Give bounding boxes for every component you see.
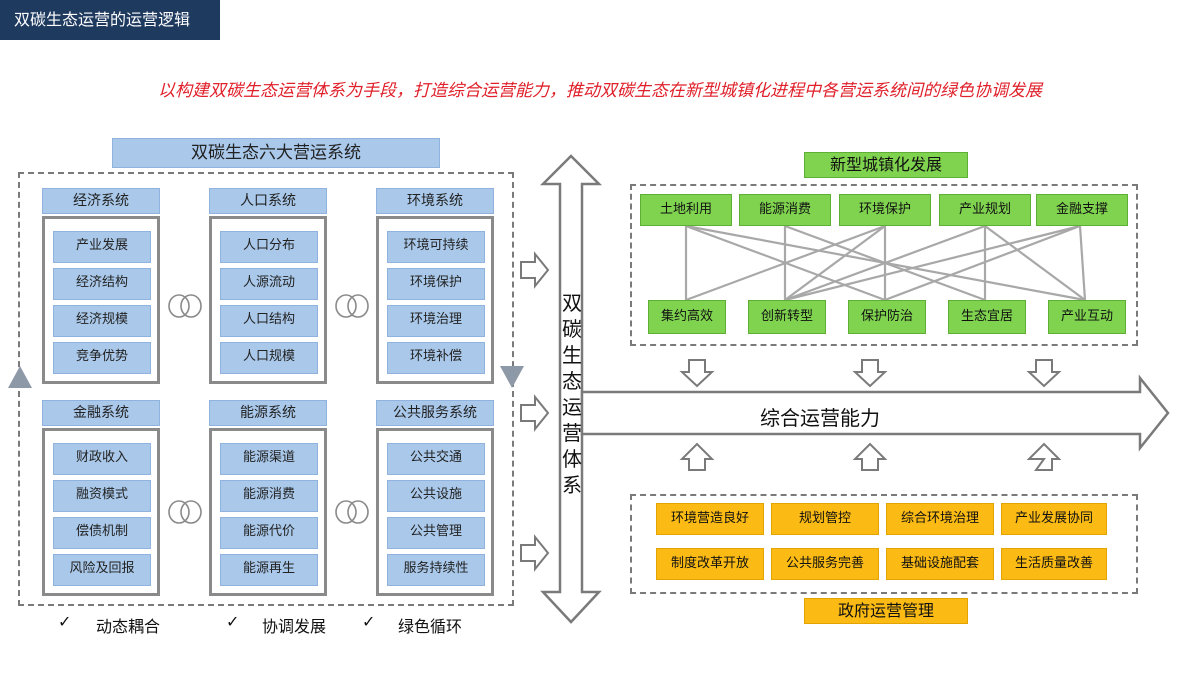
coupling-ring-icon [168, 294, 190, 318]
vertical-system-label: 双碳生态运营体系 [558, 290, 586, 498]
right-arrow-icon [520, 251, 550, 289]
list-item: 偿债机制 [53, 517, 151, 549]
up-arrow-icon [679, 442, 715, 471]
list-item: 财政收入 [53, 443, 151, 475]
gov-item: 综合环境治理 [886, 503, 994, 535]
up-arrow-icon [852, 442, 888, 471]
vertical-char: 运 [562, 395, 582, 419]
urban-bottom-item: 生态宜居 [948, 300, 1026, 334]
list-item: 环境补偿 [387, 342, 485, 374]
six-systems-header: 双碳生态六大营运系统 [112, 138, 440, 168]
gov-item: 生活质量改善 [1001, 548, 1107, 580]
down-triangle-icon [500, 366, 524, 388]
list-item: 人口分布 [220, 231, 318, 263]
six-systems-frame [18, 172, 514, 606]
footer-label-green-cycle: 绿色循环 [398, 617, 463, 636]
list-item: 人口规模 [220, 342, 318, 374]
list-item: 能源再生 [220, 554, 318, 586]
list-item: 能源消费 [220, 480, 318, 512]
list-item: 公共交通 [387, 443, 485, 475]
urban-top-item: 能源消费 [739, 194, 831, 226]
footer-label-coordination: 协调发展 [262, 617, 327, 636]
down-arrow-icon [1026, 359, 1062, 388]
gov-item: 基础设施配套 [886, 548, 994, 580]
urban-bottom-item: 创新转型 [748, 300, 826, 334]
list-item: 经济规模 [53, 305, 151, 337]
urban-bottom-item: 保护防治 [848, 300, 926, 334]
urban-bottom-item: 集约高效 [648, 300, 726, 334]
system-finance-box: 财政收入 融资模式 偿债机制 风险及回报 [42, 428, 160, 596]
list-item: 公共设施 [387, 480, 485, 512]
up-arrow-icon [1026, 442, 1062, 471]
system-public-service-box: 公共交通 公共设施 公共管理 服务持续性 [376, 428, 494, 596]
urban-top-item: 产业规划 [939, 194, 1031, 226]
system-environment-box: 环境可持续 环境保护 环境治理 环境补偿 [376, 216, 494, 384]
list-item: 服务持续性 [387, 554, 485, 586]
check-icon: ✓ [226, 612, 240, 631]
system-public-service-header: 公共服务系统 [376, 400, 494, 426]
list-item: 融资模式 [53, 480, 151, 512]
list-item: 竞争优势 [53, 342, 151, 374]
system-population-box: 人口分布 人源流动 人口结构 人口规模 [209, 216, 327, 384]
list-item: 人源流动 [220, 268, 318, 300]
system-economy-box: 产业发展 经济结构 经济规模 竞争优势 [42, 216, 160, 384]
list-item: 产业发展 [53, 231, 151, 263]
vertical-char: 双 [562, 291, 582, 315]
government-frame [630, 494, 1138, 594]
list-item: 人口结构 [220, 305, 318, 337]
coupling-ring-icon [335, 500, 357, 524]
system-environment-header: 环境系统 [376, 188, 494, 214]
vertical-char: 体 [562, 447, 582, 471]
list-item: 环境治理 [387, 305, 485, 337]
vertical-double-arrow-icon [539, 154, 603, 624]
vertical-char: 生 [562, 343, 582, 367]
system-energy-box: 能源渠道 能源消费 能源代价 能源再生 [209, 428, 327, 596]
coupling-ring-icon [335, 294, 357, 318]
vertical-char: 系 [562, 473, 582, 497]
list-item: 公共管理 [387, 517, 485, 549]
page-title: 双碳生态运营的运营逻辑 [0, 0, 220, 40]
footer-label-coupling: 动态耦合 [96, 617, 161, 636]
gov-item: 制度改革开放 [656, 548, 764, 580]
system-finance-header: 金融系统 [42, 400, 160, 426]
list-item: 风险及回报 [53, 554, 151, 586]
gov-item: 规划管控 [771, 503, 879, 535]
up-triangle-icon [8, 366, 32, 388]
system-energy-header: 能源系统 [209, 400, 327, 426]
subtitle: 以构建双碳生态运营体系为手段，打造综合运营能力，推动双碳生态在新型城镇化进程中各… [158, 81, 1042, 101]
capability-label: 综合运营能力 [760, 406, 880, 430]
gov-item: 产业发展协同 [1001, 503, 1107, 535]
urbanization-header: 新型城镇化发展 [804, 152, 968, 178]
down-arrow-icon [852, 359, 888, 388]
vertical-char: 碳 [562, 317, 582, 341]
system-economy-header: 经济系统 [42, 188, 160, 214]
check-icon: ✓ [362, 612, 376, 631]
urban-bottom-item: 产业互动 [1048, 300, 1126, 334]
urban-top-item: 环境保护 [839, 194, 931, 226]
urban-top-item: 金融支撑 [1036, 194, 1128, 226]
down-arrow-icon [679, 359, 715, 388]
list-item: 环境可持续 [387, 231, 485, 263]
government-label: 政府运营管理 [804, 598, 968, 624]
vertical-char: 态 [562, 369, 582, 393]
capability-arrow-icon [580, 374, 1170, 452]
coupling-ring-icon [168, 500, 190, 524]
list-item: 能源渠道 [220, 443, 318, 475]
urbanization-frame [630, 184, 1138, 346]
urban-top-item: 土地利用 [640, 194, 732, 226]
system-population-header: 人口系统 [209, 188, 327, 214]
list-item: 经济结构 [53, 268, 151, 300]
list-item: 环境保护 [387, 268, 485, 300]
gov-item: 环境营造良好 [656, 503, 764, 535]
vertical-char: 营 [562, 421, 582, 445]
list-item: 能源代价 [220, 517, 318, 549]
right-arrow-icon [520, 394, 550, 432]
gov-item: 公共服务完善 [771, 548, 879, 580]
right-arrow-icon [520, 534, 550, 572]
check-icon: ✓ [58, 612, 72, 631]
